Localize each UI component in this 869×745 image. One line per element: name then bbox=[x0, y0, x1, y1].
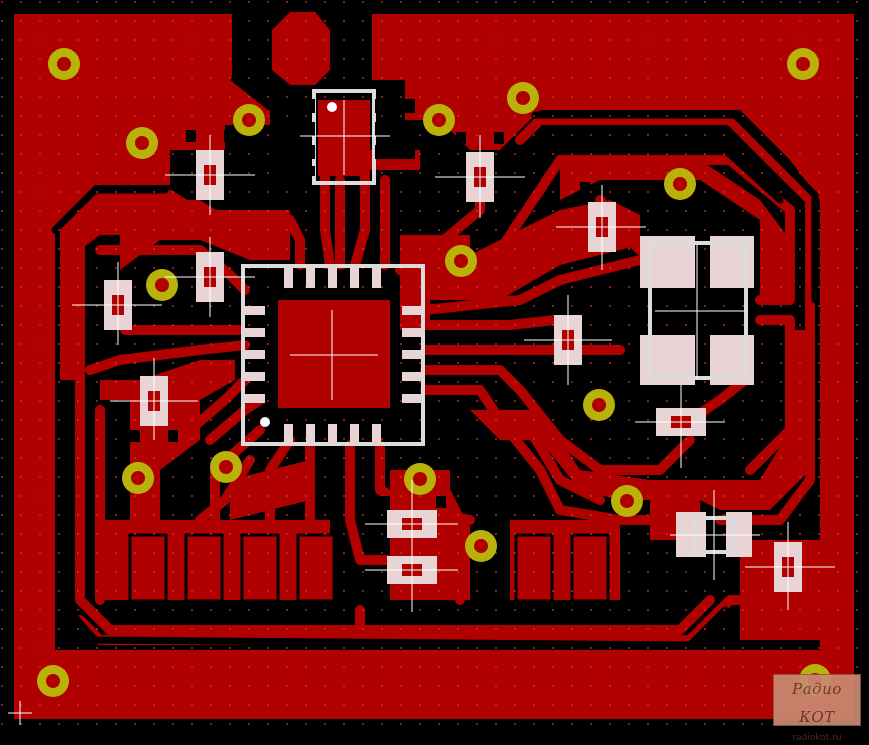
tqfp-ic-footprint bbox=[241, 264, 425, 446]
smd-resistor-footprint bbox=[72, 130, 835, 612]
watermark-logo: Радио КОТ bbox=[792, 680, 842, 726]
sot-footprint bbox=[285, 89, 415, 185]
watermark-site: radiokot.ru bbox=[792, 733, 842, 743]
regulator-footprint bbox=[670, 490, 760, 580]
crosshair-icon bbox=[290, 310, 378, 400]
crystal-footprint bbox=[640, 236, 754, 385]
watermark-badge: Радио КОТ radiokot.ru bbox=[773, 674, 861, 743]
origin-crosshair-icon bbox=[8, 701, 32, 725]
